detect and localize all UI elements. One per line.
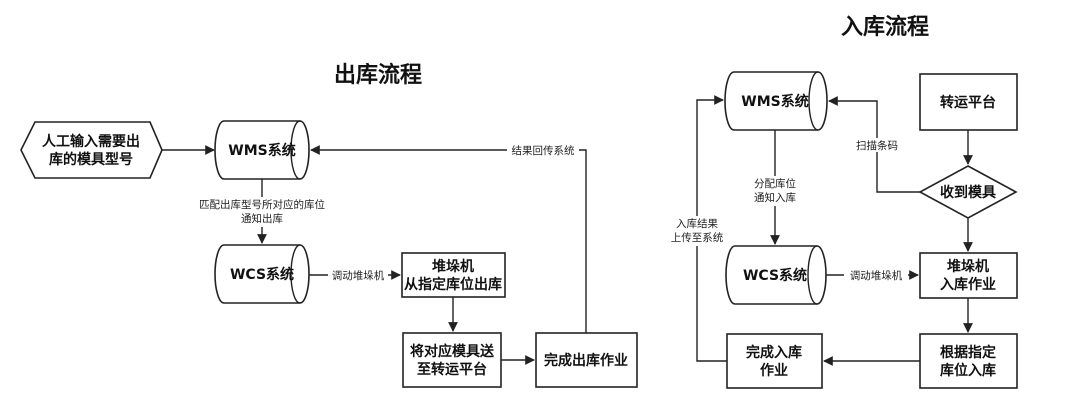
edge-assign-line-1: 分配库位 (754, 177, 796, 190)
inbound-locate-node: 根据指定 库位入库 (919, 333, 1018, 389)
outbound-manual-input-node: 人工输入需要出 库的模具型号 (20, 121, 163, 179)
outbound-wcs-node: WCS系统 (214, 244, 310, 304)
edge-label-bg (328, 267, 388, 281)
inbound-locate-line-2: 库位入库 (940, 362, 996, 379)
inbound-stacker-node: 堆垛机 入库作业 (919, 252, 1018, 299)
edge-complete-to-wms (310, 145, 587, 333)
inbound-complete-node: 完成入库 作业 (726, 333, 823, 389)
edge-label-bg (507, 143, 579, 157)
edge-upload-line-1: 入库结果 (676, 217, 718, 230)
manual-input-line-1: 人工输入需要出 (42, 133, 140, 150)
outbound-stacker-line-1: 堆垛机 (432, 258, 474, 275)
edge-dispatch-label: 调动堆垛机 (332, 269, 385, 282)
inbound-stacker-line-1: 堆垛机 (947, 258, 989, 275)
outbound-transfer-node: 将对应模具送 至转运平台 (402, 332, 502, 388)
outbound-wcs-label: WCS系统 (230, 266, 294, 283)
edge-match-line-2: 通知出库 (241, 212, 283, 225)
manual-input-line-2: 库的模具型号 (49, 151, 133, 168)
inbound-wcs-label: WCS系统 (743, 267, 807, 284)
inbound-complete-line-2: 作业 (760, 362, 788, 379)
edge-label-bg (190, 197, 360, 227)
inbound-title: 入库流程 (841, 14, 929, 40)
inbound-receive-node: 收到模具 (918, 165, 1018, 219)
outbound-transfer-line-2: 至转运平台 (417, 361, 487, 378)
inbound-wms-label: WMS系统 (741, 93, 808, 110)
edge-scan-label: 扫描条码 (856, 139, 898, 152)
inbound-receive-label: 收到模具 (940, 184, 996, 201)
inbound-platform-node: 转运平台 (919, 73, 1018, 131)
edge-upload-line-2: 上传至系统 (671, 231, 724, 244)
outbound-title: 出库流程 (334, 62, 422, 88)
edge-label-bg (745, 176, 805, 206)
inbound-wms-node: WMS系统 (724, 71, 828, 131)
outbound-complete-node: 完成出库作业 (535, 332, 638, 388)
outbound-wms-node: WMS系统 (214, 120, 310, 180)
outbound-wms-label: WMS系统 (228, 142, 295, 159)
outbound-stacker-node: 堆垛机 从指定库位出库 (401, 252, 506, 298)
outbound-stacker-line-2: 从指定库位出库 (404, 276, 502, 293)
edge-match-line-1: 匹配出库型号所对应的库位 (199, 198, 325, 211)
inbound-platform-label: 转运平台 (940, 94, 996, 111)
outbound-complete-label: 完成出库作业 (544, 352, 628, 369)
edge-feedback-label: 结果回传系统 (512, 144, 575, 157)
outbound-transfer-line-1: 将对应模具送 (410, 343, 495, 360)
edge-label-bg (849, 138, 905, 152)
edge-assign-line-2: 通知入库 (754, 191, 796, 204)
inbound-wcs-node: WCS系统 (725, 245, 827, 305)
edge-label-bg (844, 267, 908, 281)
inbound-complete-line-1: 完成入库 (746, 344, 802, 361)
edge-label-bg (664, 216, 730, 246)
inbound-locate-line-1: 根据指定 (940, 344, 996, 361)
edge-inbound-dispatch-label: 调动堆垛机 (850, 269, 903, 282)
inbound-stacker-line-2: 入库作业 (940, 276, 996, 293)
